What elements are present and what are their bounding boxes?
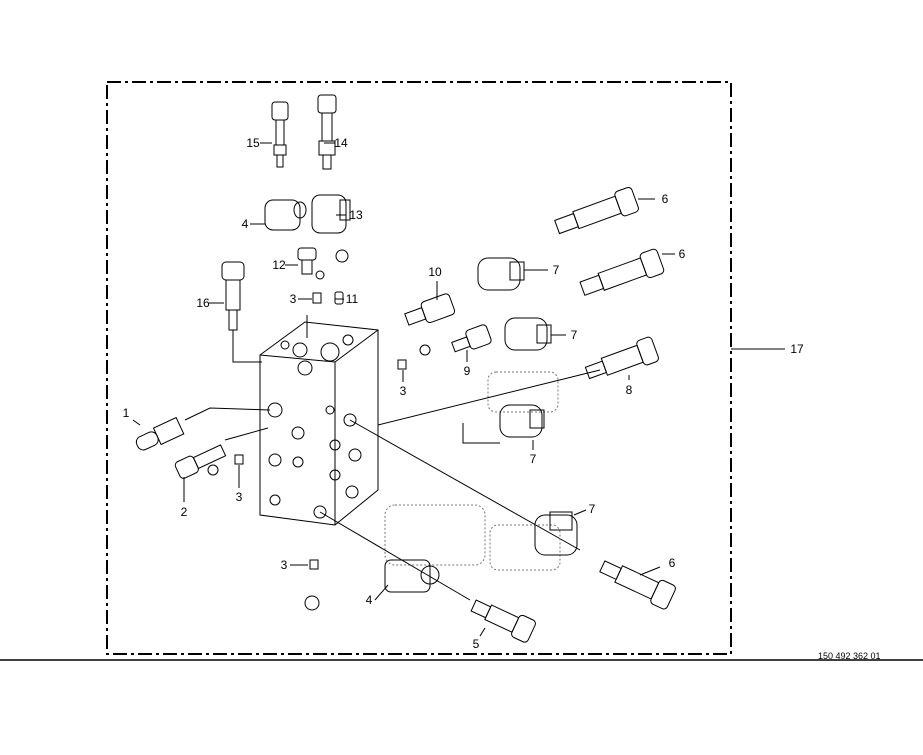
callout-15: 15 <box>246 136 260 150</box>
callout-10: 10 <box>428 265 442 279</box>
cartridge-15 <box>271 101 289 168</box>
callout-3: 3 <box>399 384 407 398</box>
valve-2 <box>174 444 227 479</box>
plug-11 <box>334 291 344 305</box>
assembly-boundary <box>106 81 732 655</box>
cartridge-14 <box>317 94 337 170</box>
callout-4: 4 <box>365 593 373 607</box>
solenoid-coil-7c <box>499 404 545 438</box>
plug-3-bottom <box>290 559 320 611</box>
callout-7: 7 <box>570 328 578 342</box>
valve-5 <box>470 599 536 643</box>
solenoid-coil-7b <box>504 317 552 351</box>
leader-16-to-block <box>232 330 262 363</box>
valve-1 <box>135 416 185 451</box>
callout-6: 6 <box>661 192 669 206</box>
valve-6b <box>579 248 665 296</box>
callout-4: 4 <box>241 217 249 231</box>
callout-13: 13 <box>349 208 363 222</box>
callout-6: 6 <box>668 556 676 570</box>
solenoid-coil-7a <box>477 257 525 291</box>
plug-3-left <box>234 454 244 465</box>
callout-3: 3 <box>280 558 288 572</box>
valve-16 <box>221 261 245 331</box>
callout-16: 16 <box>196 296 210 310</box>
valve-block <box>259 321 379 526</box>
callout-8: 8 <box>625 383 633 397</box>
callout-7: 7 <box>529 452 537 466</box>
valve-ghost-bottom <box>384 504 561 571</box>
solenoid-coil-4 <box>264 199 307 231</box>
valve-6c <box>599 560 676 610</box>
valve-ghost-mid <box>487 371 559 413</box>
callout-3: 3 <box>289 292 297 306</box>
seal <box>207 464 219 476</box>
callout-1: 1 <box>122 406 130 420</box>
plug-3-top <box>312 292 322 304</box>
callout-11: 11 <box>345 292 359 306</box>
callout-3: 3 <box>235 490 243 504</box>
callout-17: 17 <box>790 342 804 356</box>
callout-14: 14 <box>334 136 348 150</box>
callout-12: 12 <box>272 258 286 272</box>
solenoid-coil-13 <box>311 194 351 234</box>
plug-3-mid <box>397 344 431 370</box>
solenoid-coil-7d <box>534 511 578 556</box>
callout-7: 7 <box>552 263 560 277</box>
valve-12 <box>297 247 349 280</box>
callout-7: 7 <box>588 502 596 516</box>
valve-10 <box>404 293 456 326</box>
valve-9 <box>451 324 492 353</box>
valve-8 <box>584 336 659 380</box>
callout-9: 9 <box>463 364 471 378</box>
callout-2: 2 <box>180 505 188 519</box>
valve-6a <box>554 186 639 235</box>
drawing-reference-number: 150 492 362 01 <box>818 651 881 661</box>
leader-block-to-8 <box>377 369 601 426</box>
callout-5: 5 <box>472 637 480 651</box>
callout-6: 6 <box>678 247 686 261</box>
